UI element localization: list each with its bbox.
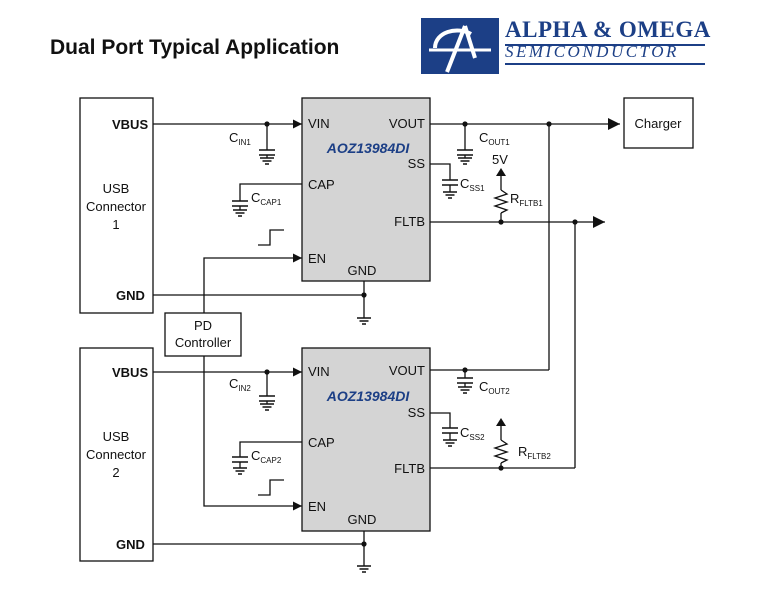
chip-2-vout-pin: VOUT bbox=[389, 363, 425, 378]
capacitor-cout1 bbox=[456, 149, 474, 156]
junction-dot bbox=[462, 121, 468, 127]
company-logo bbox=[421, 18, 499, 74]
label-ccap1: CCAP1 bbox=[251, 190, 282, 207]
wire-en2 bbox=[203, 356, 302, 511]
junction-dot bbox=[498, 219, 504, 225]
pd-controller-box bbox=[164, 312, 242, 357]
connector-1-line1: USB bbox=[103, 181, 130, 196]
label-rfltb1: RFLTB1 bbox=[510, 191, 543, 208]
resistor-rfltb1 bbox=[492, 189, 510, 214]
wire-cap2 bbox=[239, 441, 302, 457]
label-css1: CSS1 bbox=[460, 176, 485, 193]
label-ccap2: CCAP2 bbox=[251, 448, 282, 465]
chip-1-ss-pin: SS bbox=[408, 156, 426, 171]
chip-1-cap-pin: CAP bbox=[308, 177, 335, 192]
label-cin1: CIN1 bbox=[229, 130, 251, 147]
brand-subtitle: SEMICONDUCTOR bbox=[505, 42, 679, 61]
label-css2: CSS2 bbox=[460, 425, 485, 442]
connector-2-line2: Connector bbox=[86, 447, 147, 462]
junction-dot bbox=[462, 367, 468, 373]
chip-2-body bbox=[301, 347, 431, 532]
chip-2-vin-pin: VIN bbox=[308, 364, 330, 379]
wire-ss2 bbox=[430, 412, 451, 428]
junction-dot bbox=[546, 121, 552, 127]
ground-icon bbox=[356, 317, 372, 325]
junction-dot bbox=[361, 541, 367, 547]
chip-2-ss-pin: SS bbox=[408, 405, 426, 420]
brand-rule-top bbox=[505, 44, 705, 46]
label-rfltb2: RFLTB2 bbox=[518, 444, 551, 461]
ground-icon bbox=[457, 157, 473, 165]
capacitor-cin2 bbox=[258, 395, 276, 402]
connector-2-vbus-label: VBUS bbox=[112, 365, 148, 380]
wire-en1 bbox=[203, 253, 302, 313]
label-cin2: CIN2 bbox=[229, 376, 251, 393]
chip-1-vin-pin: VIN bbox=[308, 116, 330, 131]
connector-2-line3: 2 bbox=[112, 465, 119, 480]
chip-1-vout-pin: VOUT bbox=[389, 116, 425, 131]
chip-2-en-pin: EN bbox=[308, 499, 326, 514]
brand-rule-bottom bbox=[505, 63, 705, 65]
brand-name: ALPHA & OMEGA bbox=[505, 17, 711, 42]
supply-arrow-icon bbox=[496, 168, 506, 176]
label-cout2: COUT2 bbox=[479, 379, 510, 396]
ground-icon bbox=[442, 191, 458, 199]
chip-1-part-number: AOZ13984DI bbox=[326, 140, 411, 156]
label-5v: 5V bbox=[492, 152, 508, 167]
ground-icon bbox=[259, 157, 275, 165]
capacitor-ccap2 bbox=[231, 456, 249, 463]
capacitor-css2 bbox=[441, 427, 459, 434]
page-title: Dual Port Typical Application bbox=[50, 36, 340, 59]
capacitor-cin1 bbox=[258, 149, 276, 156]
ground-icon bbox=[457, 386, 473, 394]
chip-1-fltb-pin: FLTB bbox=[394, 214, 425, 229]
junction-dot bbox=[264, 121, 270, 127]
ground-icon bbox=[356, 565, 372, 573]
resistor-rfltb2 bbox=[492, 439, 510, 464]
capacitor-ccap1 bbox=[231, 200, 249, 207]
en1-step bbox=[258, 229, 284, 246]
chip-2-fltb-pin: FLTB bbox=[394, 461, 425, 476]
connector-2-line1: USB bbox=[103, 429, 130, 444]
connector-1-line2: Connector bbox=[86, 199, 147, 214]
chip-1-en-pin: EN bbox=[308, 251, 326, 266]
connector-1-vbus-label: VBUS bbox=[112, 117, 148, 132]
connector-1-gnd-label: GND bbox=[116, 288, 145, 303]
supply-arrow-2-icon bbox=[496, 418, 506, 426]
usb-connector-1-box bbox=[79, 97, 154, 314]
connector-1-line3: 1 bbox=[112, 217, 119, 232]
usb-connector-2-box bbox=[79, 347, 154, 562]
ground-icon bbox=[232, 209, 248, 217]
capacitor-cout2 bbox=[456, 377, 474, 384]
chip-1-body bbox=[301, 97, 431, 282]
wire-ss1 bbox=[430, 163, 451, 180]
ground-icon bbox=[232, 467, 248, 475]
ground-icon bbox=[259, 403, 275, 411]
chip-2-part-number: AOZ13984DI bbox=[326, 388, 411, 404]
connector-2-gnd-label: GND bbox=[116, 537, 145, 552]
chip-2-cap-pin: CAP bbox=[308, 435, 335, 450]
capacitor-css1 bbox=[441, 179, 459, 186]
junction-dot bbox=[264, 369, 270, 375]
en2-step bbox=[258, 479, 284, 496]
pd-controller-line1: PD bbox=[194, 318, 212, 333]
charger-box bbox=[623, 97, 694, 149]
label-cout1: COUT1 bbox=[479, 130, 510, 147]
charger-label: Charger bbox=[635, 116, 683, 131]
chip-2-gnd-pin: GND bbox=[348, 512, 377, 527]
ground-icon bbox=[442, 439, 458, 447]
junction-dot bbox=[361, 292, 367, 298]
chip-1-gnd-pin: GND bbox=[348, 263, 377, 278]
wire-cap1 bbox=[239, 183, 302, 201]
alpha-omega-logo-icon bbox=[429, 25, 491, 73]
junction-dot bbox=[498, 465, 504, 471]
junction-dot bbox=[572, 219, 578, 225]
pd-controller-line2: Controller bbox=[175, 335, 232, 350]
